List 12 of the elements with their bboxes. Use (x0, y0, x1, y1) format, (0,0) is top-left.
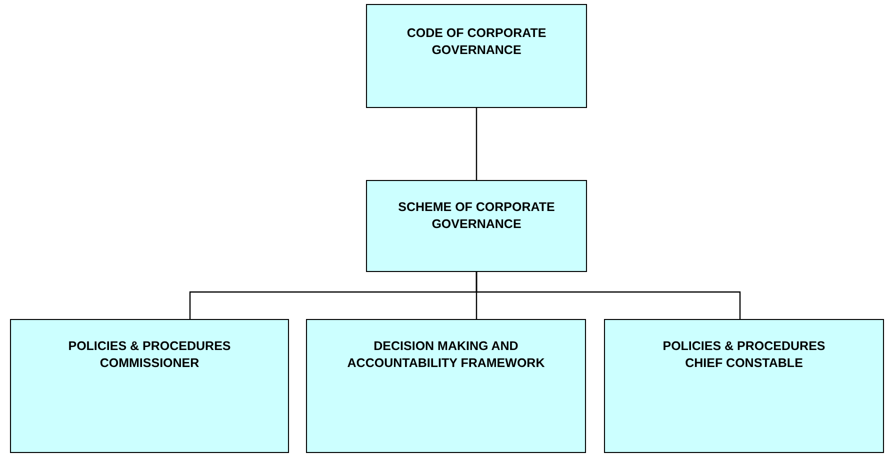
connector-line (476, 272, 741, 319)
box-label: CODE OF CORPORATE GOVERNANCE (406, 25, 548, 59)
org-box (366, 180, 587, 272)
connector-line (476, 108, 478, 180)
box-label: POLICIES & PROCEDURES COMMISSIONER (67, 338, 232, 372)
box-label: SCHEME OF CORPORATE GOVERNANCE (397, 199, 556, 233)
box-label: POLICIES & PROCEDURES CHIEF CONSTABLE (662, 338, 826, 372)
org-box (604, 319, 884, 453)
org-box (10, 319, 289, 453)
org-box (366, 4, 587, 108)
org-box (306, 319, 586, 453)
box-label: DECISION MAKING AND ACCOUNTABILITY FRAMEWORK (346, 338, 546, 372)
